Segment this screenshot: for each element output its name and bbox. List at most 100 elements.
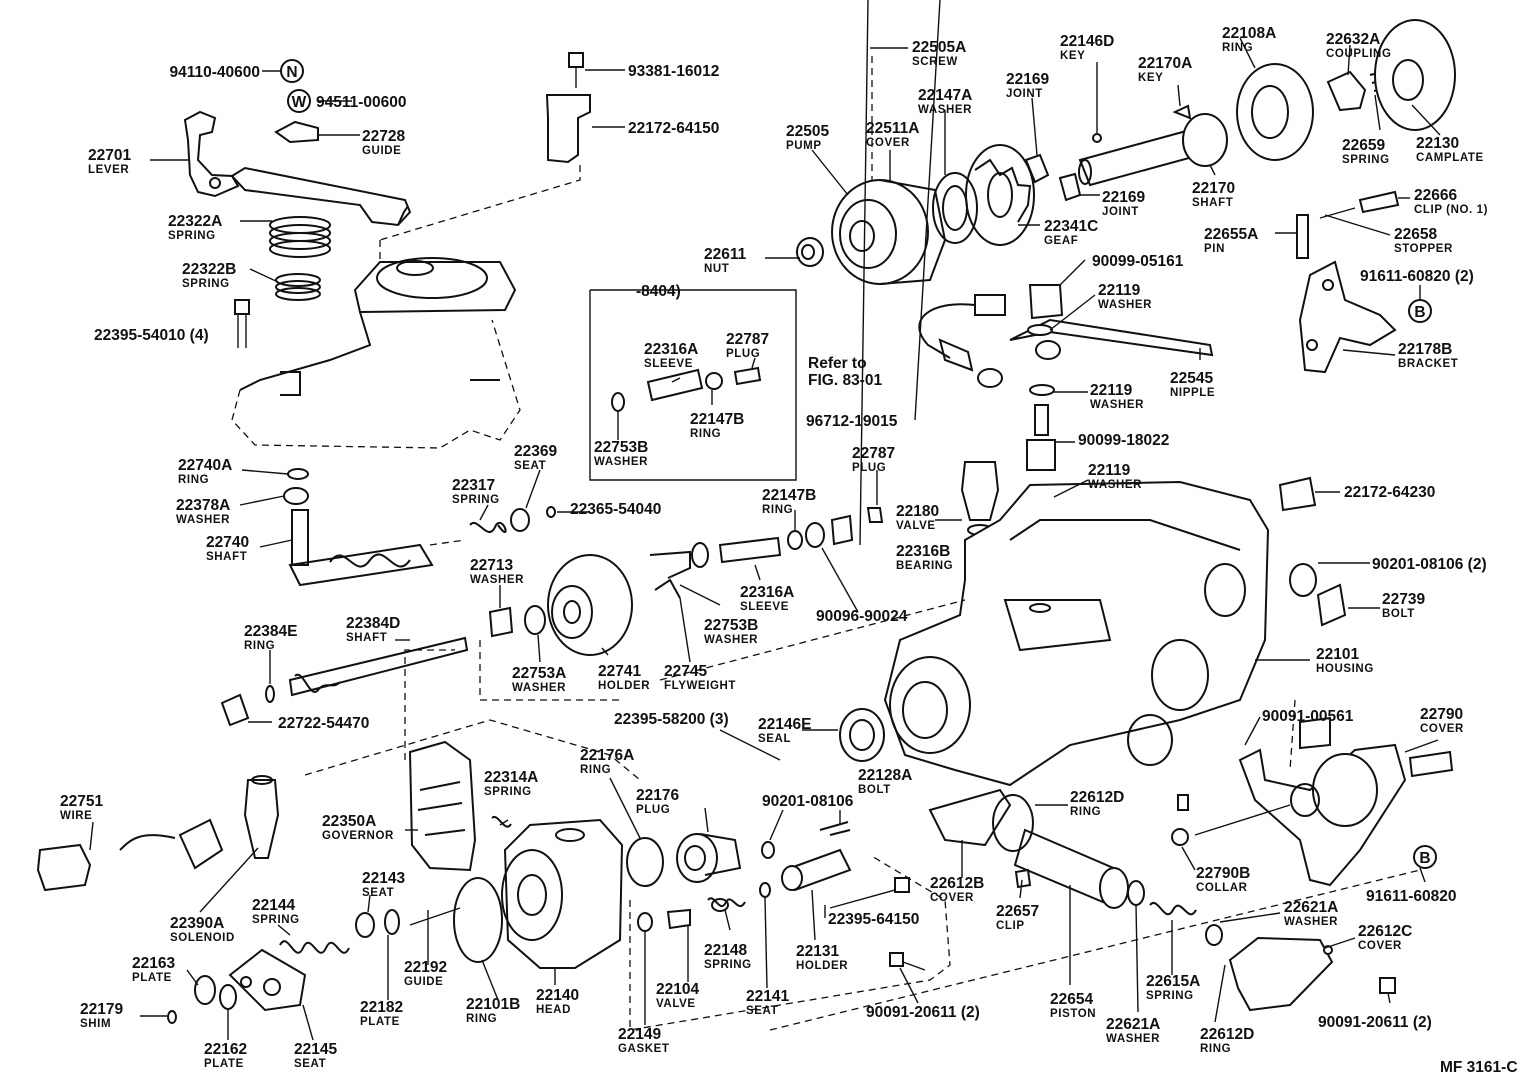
part-name: COVER (1420, 723, 1464, 735)
part-name: SOLENOID (170, 932, 235, 944)
part-name: WASHER (918, 104, 972, 116)
svg-text:B: B (1419, 850, 1430, 867)
part-name: PISTON (1050, 1008, 1096, 1020)
part-name: SLEEVE (740, 601, 789, 613)
part-name: SPRING (1146, 990, 1194, 1002)
part-number: 22658 (1394, 226, 1437, 243)
part-number: 90091-20611 (2) (1318, 1014, 1432, 1031)
part-name: SPRING (704, 959, 752, 971)
part-label-91611-60820-2: 91611-60820 (2) (1360, 268, 1474, 285)
part-number: 90201-08106 (2) (1372, 556, 1487, 573)
governor-shaft-drawing (283, 468, 466, 587)
seat-spring-drawing (469, 506, 556, 533)
part-number: 22611 (704, 246, 747, 263)
part-number: 22101 (1316, 646, 1359, 663)
part-number: 22104 (656, 981, 699, 998)
part-number: 22147B (762, 487, 816, 504)
part-number: 22713 (470, 557, 513, 574)
part-number: 22753B (594, 439, 648, 456)
part-number: 91611-60820 (1366, 888, 1457, 905)
part-number: 90201-08106 (762, 793, 854, 810)
part-label-22172-64230: 22172-64230 (1344, 484, 1435, 501)
part-number: 22147A (918, 87, 972, 104)
part-name: RING (1200, 1043, 1231, 1055)
part-name: SLEEVE (644, 358, 693, 370)
housing-drawing (883, 480, 1270, 787)
refer-note-line2: FIG. 83-01 (808, 372, 882, 389)
part-number: 22787 (726, 331, 769, 348)
part-number: 22148 (704, 942, 747, 959)
part-name: KEY (1060, 50, 1085, 62)
part-number: 22146D (1060, 33, 1114, 50)
part-number: 22654 (1050, 991, 1093, 1008)
seal-drawing (839, 708, 885, 762)
part-number: 22751 (60, 793, 103, 810)
part-number: 22170 (1192, 180, 1235, 197)
part-name: PUMP (786, 140, 822, 152)
part-name: SHAFT (1192, 197, 1233, 209)
bracket-top-drawing (379, 52, 591, 241)
nipple-pipe-drawing (1009, 284, 1214, 360)
part-number: 22753A (512, 665, 566, 682)
part-number: 22612D (1200, 1026, 1254, 1043)
part-number: 22505 (786, 123, 829, 140)
part-number: 22172-64230 (1344, 484, 1435, 501)
marker-w: W (287, 89, 311, 113)
part-number: 22170A (1138, 55, 1192, 72)
part-number: 22395-54010 (4) (94, 327, 209, 344)
part-number: 91611-60820 (2) (1360, 268, 1474, 285)
part-name: PLATE (204, 1058, 244, 1070)
part-name: RING (178, 474, 209, 486)
part-labels: 94110-4060094511-0060093381-1601222172-6… (60, 25, 1488, 1070)
part-name: WASHER (1090, 399, 1144, 411)
clip-stopper-drawing (1296, 190, 1400, 259)
part-name: SHAFT (206, 551, 247, 563)
part-number: 22739 (1382, 591, 1425, 608)
housing-bolt-drawing (1278, 476, 1347, 627)
part-number: 22655A (1204, 226, 1258, 243)
part-name: SHAFT (346, 632, 387, 644)
part-name: WASHER (1106, 1033, 1160, 1045)
part-name: CAMPLATE (1416, 152, 1484, 164)
part-name: RING (1222, 42, 1253, 54)
part-number: 22505A (912, 39, 966, 56)
part-name: RING (690, 428, 721, 440)
part-name: CLIP (NO. 1) (1414, 204, 1488, 216)
part-name: WASHER (594, 456, 648, 468)
part-number: 22163 (132, 955, 175, 972)
part-name: PLUG (852, 462, 886, 474)
part-number: 22144 (252, 897, 295, 914)
part-number: 22101B (466, 996, 520, 1013)
camplate-drawing (1374, 19, 1456, 131)
part-name: WASHER (512, 682, 566, 694)
part-number: 22659 (1342, 137, 1385, 154)
part-number: 22317 (452, 477, 495, 494)
piston-drawing (1013, 828, 1129, 909)
part-name: RING (244, 640, 275, 652)
spring-b-drawing (275, 273, 321, 301)
